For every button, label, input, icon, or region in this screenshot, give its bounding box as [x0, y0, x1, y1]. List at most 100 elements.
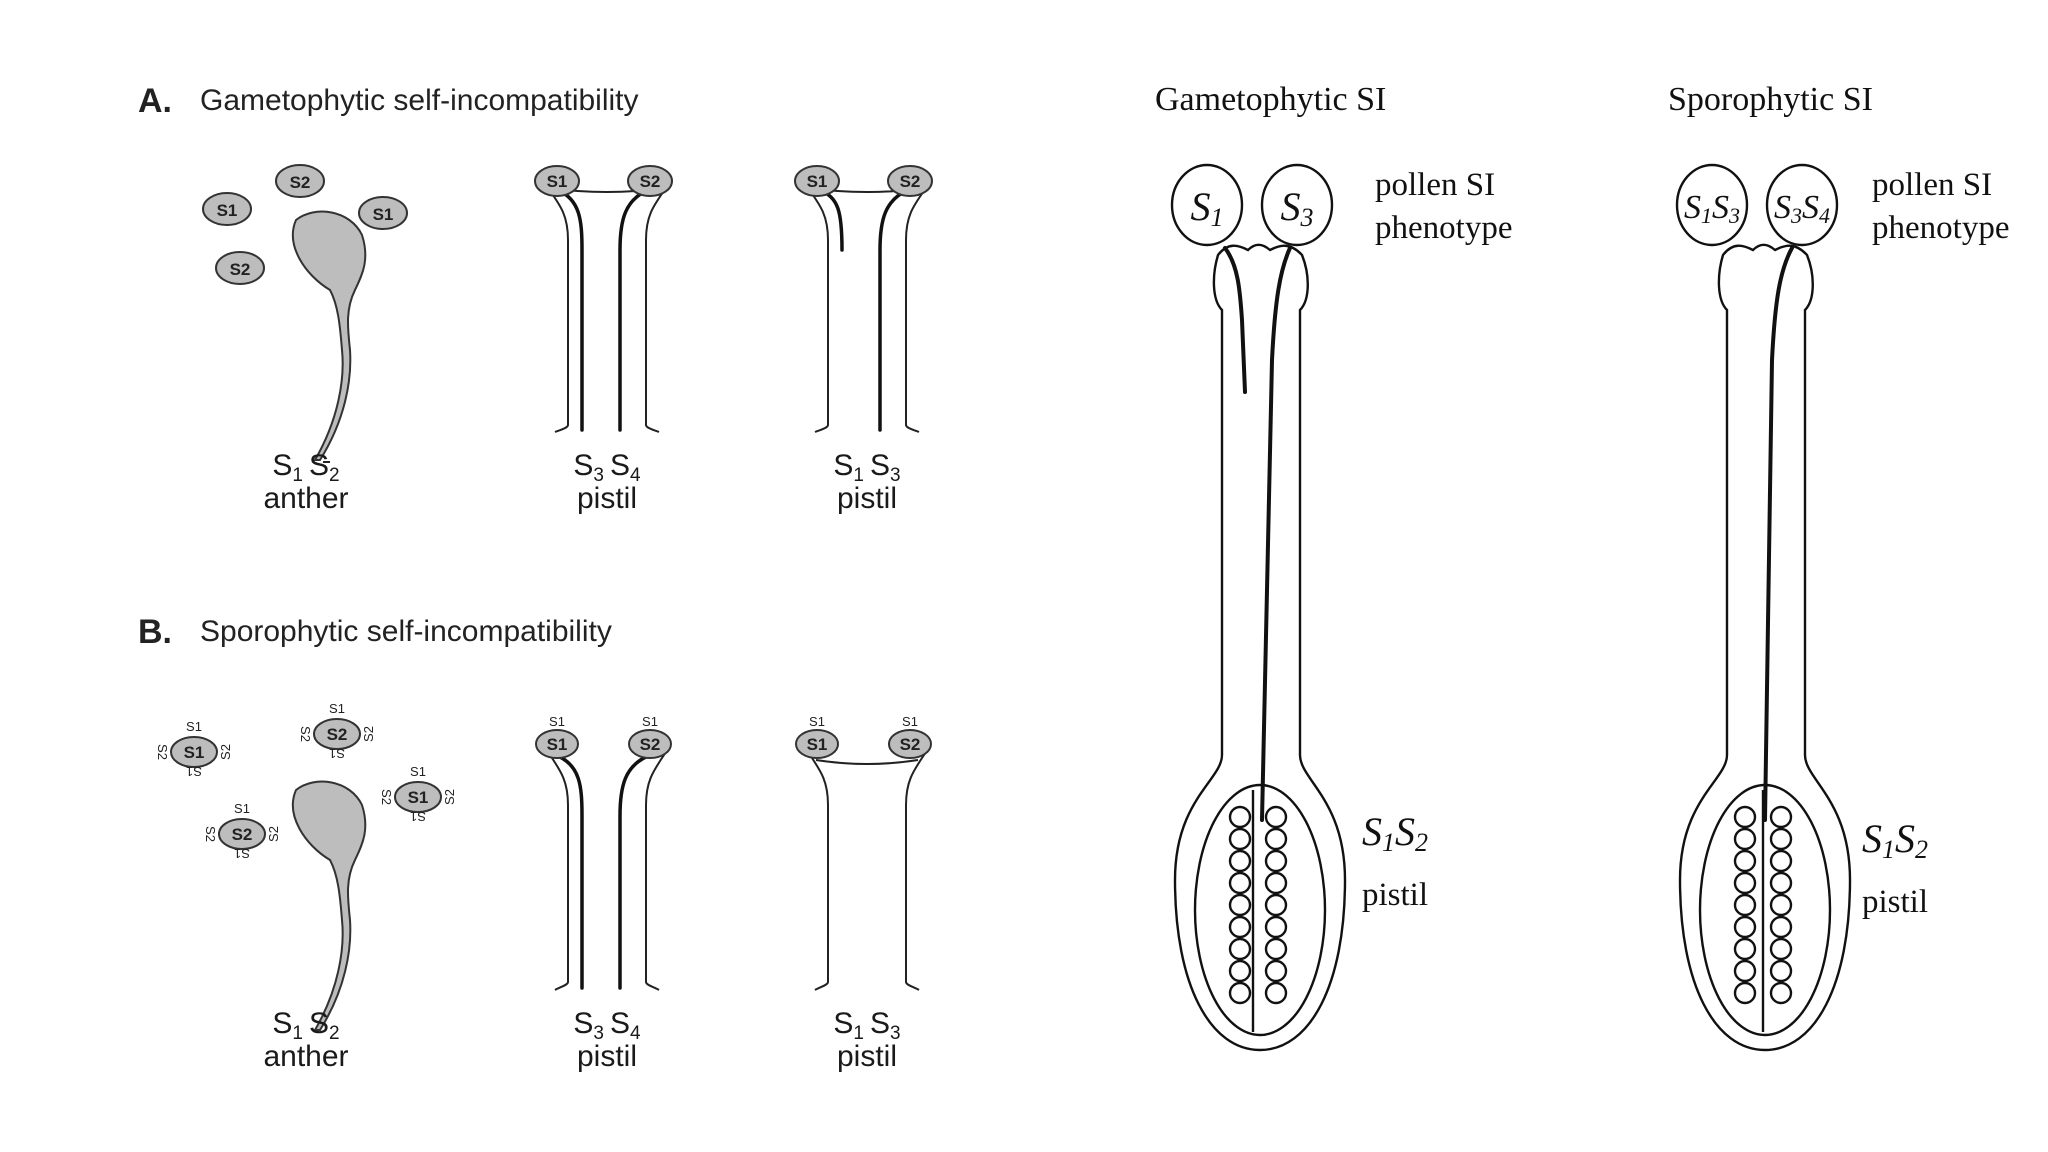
pollen-a-label: S1	[217, 201, 238, 220]
stigma-pollen-label: S1	[807, 172, 828, 191]
svg-text:S1: S1	[902, 714, 918, 729]
pollen-s1-label: S1	[1191, 184, 1224, 232]
svg-text:S1: S1	[408, 788, 429, 807]
svg-text:S2: S2	[442, 789, 457, 805]
gametophytic-si-pistil-figure: Gametophytic SI S1 S3 pollen SI ph	[1155, 81, 1512, 1052]
pistil-b-2-label: pistil	[837, 1040, 897, 1073]
gametophytic-si-title: Gametophytic SI	[1155, 81, 1386, 118]
pollen-si-label-line2: phenotype	[1375, 210, 1512, 246]
stigma-pollen-label: S1	[807, 735, 828, 754]
pollen-grain-s1s3	[1675, 163, 1749, 247]
anther-b-shape	[291, 780, 367, 1031]
pollen-si-label-line1: pollen SI	[1872, 167, 1992, 203]
panel-b-sporophytic: B. Sporophytic self-incompatibility S1 S…	[138, 613, 932, 1073]
pollen-grain-a-2: S1	[202, 192, 252, 226]
pistil-outline	[1173, 243, 1347, 1052]
pollen-tube-s1-arrested	[1223, 246, 1247, 394]
pollen-s3s4-label: S3S4	[1774, 189, 1830, 228]
svg-text:S2: S2	[218, 744, 233, 760]
sporophytic-si-pistil-figure: Sporophytic SI S1S3 S3S4 pollen SI pheno…	[1668, 81, 2009, 1052]
stigma-pollen-label: S1	[547, 735, 568, 754]
anther-a-shape	[291, 210, 367, 461]
anther-b-label: anther	[263, 1040, 348, 1073]
svg-text:S2: S2	[266, 826, 281, 842]
svg-text:S2: S2	[298, 726, 313, 742]
pollen-s1s3-label: S1S3	[1684, 189, 1740, 228]
pollen-grain-s1	[1170, 163, 1244, 247]
ovules-column-left	[1228, 805, 1252, 1005]
svg-text:S2: S2	[379, 789, 394, 805]
panel-a-letter: A.	[138, 82, 172, 120]
pistil-genotype-label: S1S2	[1862, 816, 1928, 864]
pistil-label: pistil	[1862, 884, 1928, 920]
pollen-s3-label: S3	[1281, 184, 1314, 232]
svg-text:S1: S1	[809, 714, 825, 729]
pollen-a-label: S2	[290, 173, 311, 192]
coated-pollen-b-4: S1 S1 S1 S2 S2	[379, 764, 457, 824]
svg-text:S2: S2	[155, 744, 170, 760]
svg-text:S1: S1	[186, 719, 202, 734]
pollen-grain-a-4: S2	[215, 251, 265, 285]
pistil-a-1: S1 S2	[534, 165, 673, 433]
pollen-si-label-line2: phenotype	[1872, 210, 2009, 246]
ovules-column-right	[1264, 805, 1288, 1005]
panel-a-title: Gametophytic self-incompatibility	[200, 84, 639, 117]
svg-text:S1: S1	[186, 764, 202, 779]
pollen-grain-s3s4	[1765, 163, 1839, 247]
svg-text:S1: S1	[329, 701, 345, 716]
pistil-a-2-label: pistil	[837, 482, 897, 515]
pollen-grain-s3	[1260, 163, 1334, 247]
pollen-tube-s3-growing	[1260, 246, 1292, 822]
svg-text:S1: S1	[184, 743, 205, 762]
pollen-grain-a-1: S2	[275, 164, 325, 198]
pistil-b-2: S1 S2 S1 S1	[795, 714, 932, 991]
stigma-pollen-label: S2	[900, 735, 921, 754]
pollen-a-label: S1	[373, 205, 394, 224]
svg-text:S1: S1	[549, 714, 565, 729]
stigma-pollen-label: S2	[640, 172, 661, 191]
ovary-locule	[1698, 783, 1832, 1037]
pistil-a-2: S1 S2	[794, 165, 933, 433]
svg-text:S1: S1	[410, 764, 426, 779]
ovules-column-left	[1733, 805, 1757, 1005]
coated-pollen-b-1: S1 S1 S1 S2 S2	[155, 719, 233, 779]
pistil-b-1: S1 S2 S1 S1	[535, 714, 672, 991]
pistil-label: pistil	[1362, 877, 1428, 913]
pollen-tube-s3s4-growing	[1763, 246, 1794, 822]
stigma-pollen-label: S2	[900, 172, 921, 191]
anther-b	[291, 780, 367, 1031]
svg-text:S1: S1	[410, 809, 426, 824]
pollen-si-label-line1: pollen SI	[1375, 167, 1495, 203]
coated-pollen-b-2: S2 S1 S1 S2 S2	[298, 701, 376, 761]
svg-text:S1: S1	[329, 746, 345, 761]
stigma-pollen-label: S1	[547, 172, 568, 191]
pollen-grain-a-3: S1	[358, 196, 408, 230]
svg-text:S2: S2	[203, 826, 218, 842]
sporophytic-si-title: Sporophytic SI	[1668, 81, 1873, 118]
svg-text:S2: S2	[327, 725, 348, 744]
panel-b-title: Sporophytic self-incompatibility	[200, 615, 612, 648]
pistil-outline	[1678, 243, 1852, 1052]
svg-text:S2: S2	[361, 726, 376, 742]
pistil-a-1-label: pistil	[577, 482, 637, 515]
coated-pollen-b-3: S2 S1 S1 S2 S2	[203, 801, 281, 861]
anther-a	[291, 210, 367, 463]
stigma-pollen-label: S2	[640, 735, 661, 754]
ovary-locule	[1193, 783, 1327, 1037]
pollen-a-label: S2	[230, 260, 251, 279]
svg-text:S2: S2	[232, 825, 253, 844]
svg-text:S1: S1	[642, 714, 658, 729]
svg-text:S1: S1	[234, 846, 250, 861]
pistil-b-1-label: pistil	[577, 1040, 637, 1073]
pistil-genotype-label: S1S2	[1362, 809, 1428, 857]
panel-b-letter: B.	[138, 613, 172, 651]
panel-a-gametophytic: A. Gametophytic self-incompatibility S2 …	[138, 82, 933, 515]
anther-a-label: anther	[263, 482, 348, 515]
